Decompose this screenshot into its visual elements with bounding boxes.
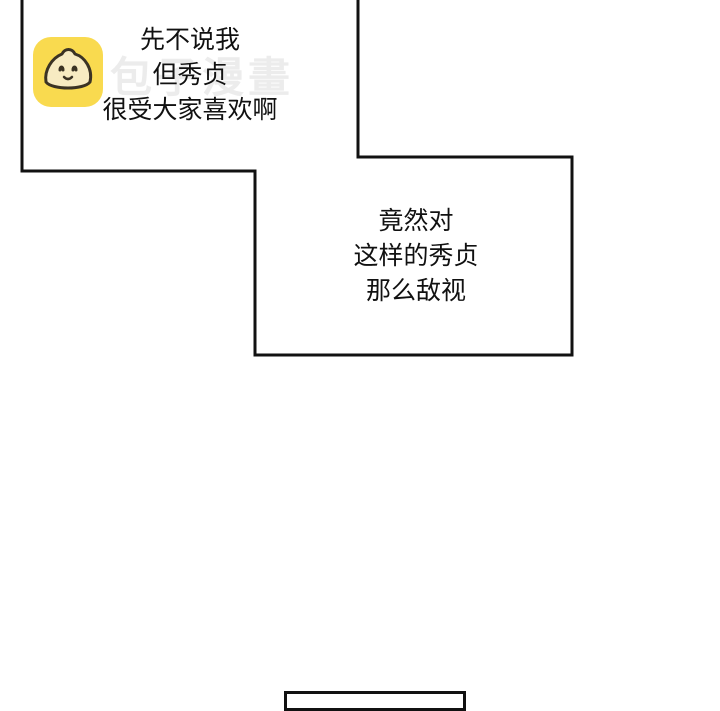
caption-middle-line-1: 竟然对 <box>378 206 454 235</box>
caption-top-line-1: 先不说我 <box>139 25 240 54</box>
bun-logo-icon <box>33 37 103 107</box>
caption-middle-line-2: 这样的秀贞 <box>353 241 479 270</box>
watermark: 包子漫畫 <box>32 36 322 108</box>
caption-middle: 竟然对 这样的秀贞 那么敌视 <box>296 203 536 308</box>
next-panel-edge <box>284 691 466 711</box>
caption-middle-line-3: 那么敌视 <box>365 276 466 305</box>
caption-top: 先不说我 但秀贞 很受大家喜欢啊 <box>70 22 310 127</box>
watermark-text: 包子漫畫 <box>110 53 295 102</box>
caption-top-line-3: 很受大家喜欢啊 <box>102 95 278 124</box>
caption-top-line-2: 但秀贞 <box>152 60 228 89</box>
